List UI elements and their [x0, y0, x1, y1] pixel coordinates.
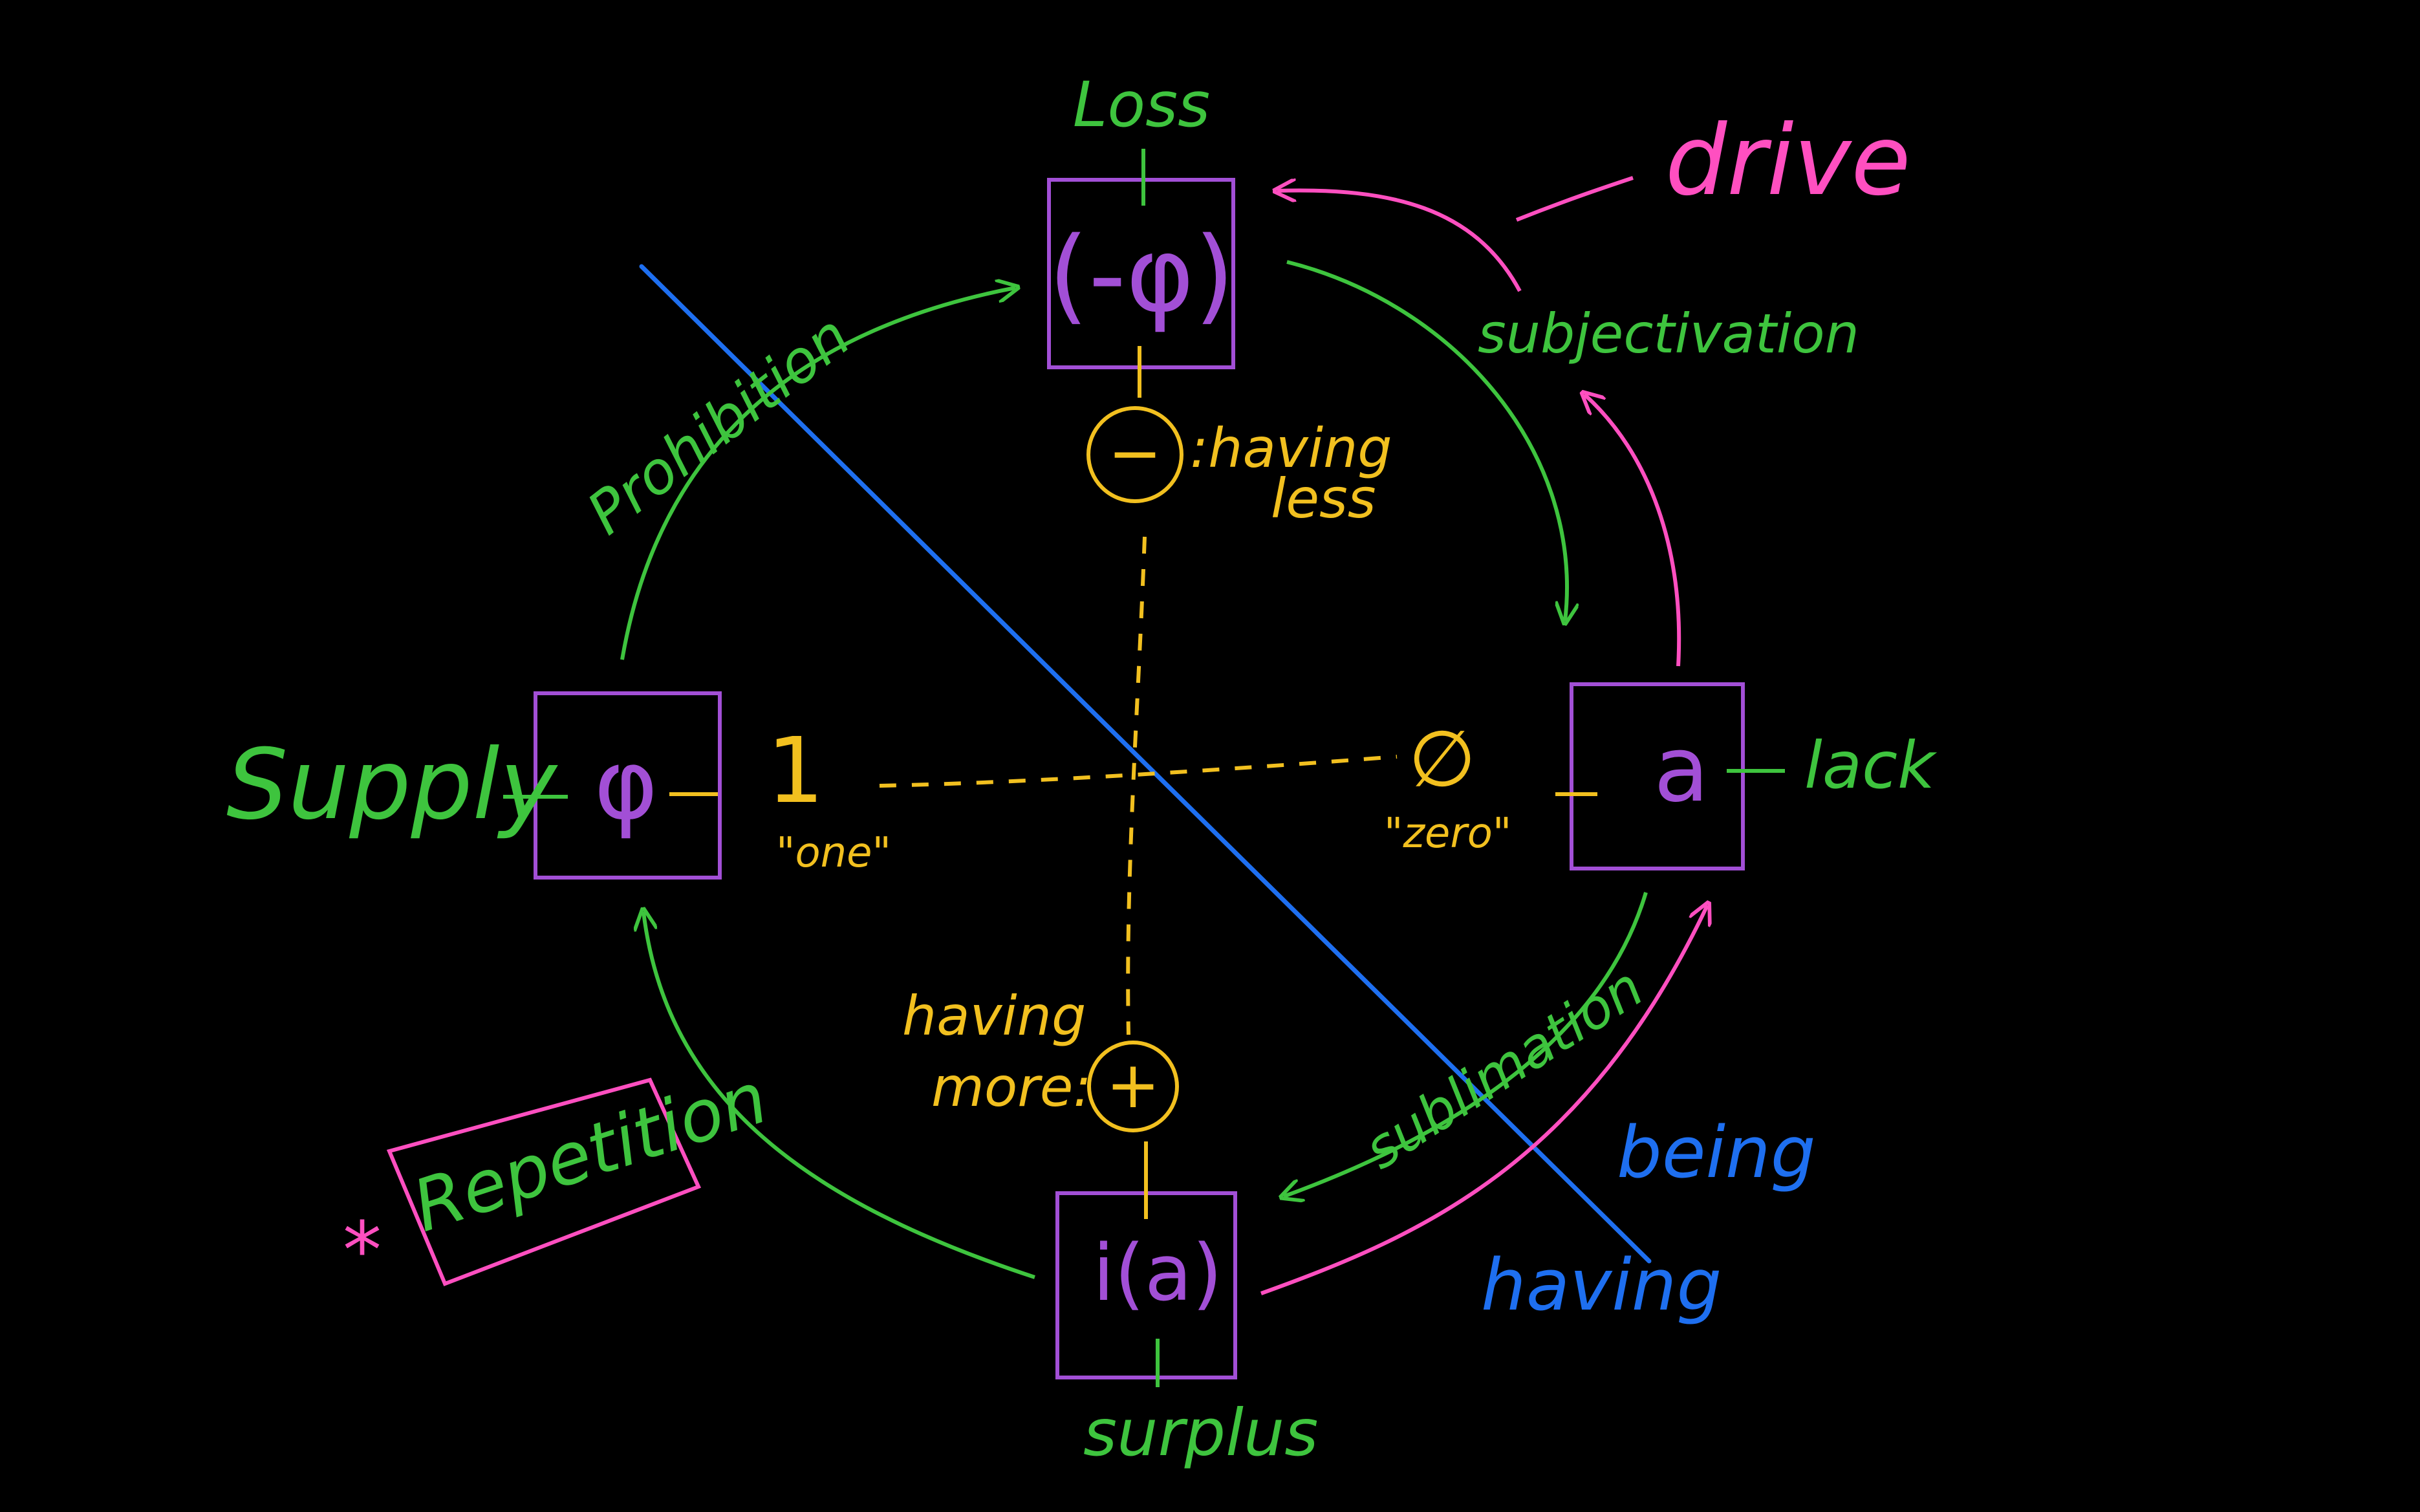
supply-box: [534, 691, 722, 880]
having-more-line2: more:: [931, 1055, 1092, 1119]
drive-label: drive: [1665, 105, 1911, 217]
prohibition-label: Prohibition: [575, 302, 863, 548]
having-less-line2: less: [1271, 467, 1376, 530]
plus-circle: [1087, 1041, 1179, 1132]
being-label: being: [1617, 1111, 1816, 1194]
supply-label: Supply: [226, 729, 558, 841]
drive-pointer-line: [1515, 176, 1634, 222]
lack-box-symbol: a: [1654, 717, 1709, 823]
vertical-dashed-axis: [1126, 536, 1147, 1035]
minus-sign: −: [1108, 415, 1162, 491]
loss-box-symbol: (-φ): [1048, 214, 1235, 335]
one-quote-label: "one": [776, 829, 891, 877]
lack-to-subjectivation-pink-arc: [1584, 394, 1681, 667]
loss-label: Loss: [1073, 69, 1210, 141]
one-label: 1: [766, 718, 824, 824]
horizontal-dashed-axis: [879, 755, 1398, 788]
subjectivation-label: subjectivation: [1478, 302, 1859, 365]
sublimation-arc: [1284, 892, 1648, 1196]
lack-label: lack: [1804, 728, 1938, 803]
having-label: having: [1481, 1244, 1722, 1326]
surplus-to-lack-pink-arc: [1260, 905, 1707, 1295]
surplus-box-symbol: i(a): [1093, 1229, 1223, 1319]
drive-arc: [1277, 190, 1522, 292]
having-more-line1: having: [902, 984, 1086, 1048]
repetition-box: [386, 1077, 702, 1286]
minus-circle: [1086, 406, 1183, 503]
repetition-asterisk: *: [343, 1206, 382, 1296]
zero-label: ∅: [1409, 715, 1476, 805]
prohibition-arc: [620, 288, 1015, 660]
subjectivation-arc: [1286, 260, 1567, 621]
repetition-arc: [643, 912, 1035, 1279]
zero-quote-label: "zero": [1384, 810, 1511, 858]
plus-sign: +: [1106, 1047, 1160, 1123]
having-less-line1: :having: [1190, 416, 1392, 480]
repetition-label: Repetition: [403, 1056, 777, 1248]
supply-box-symbol: φ: [594, 729, 658, 841]
lack-box: [1570, 682, 1745, 870]
being-having-divider-line: [639, 264, 1652, 1264]
surplus-label: surplus: [1083, 1395, 1318, 1471]
